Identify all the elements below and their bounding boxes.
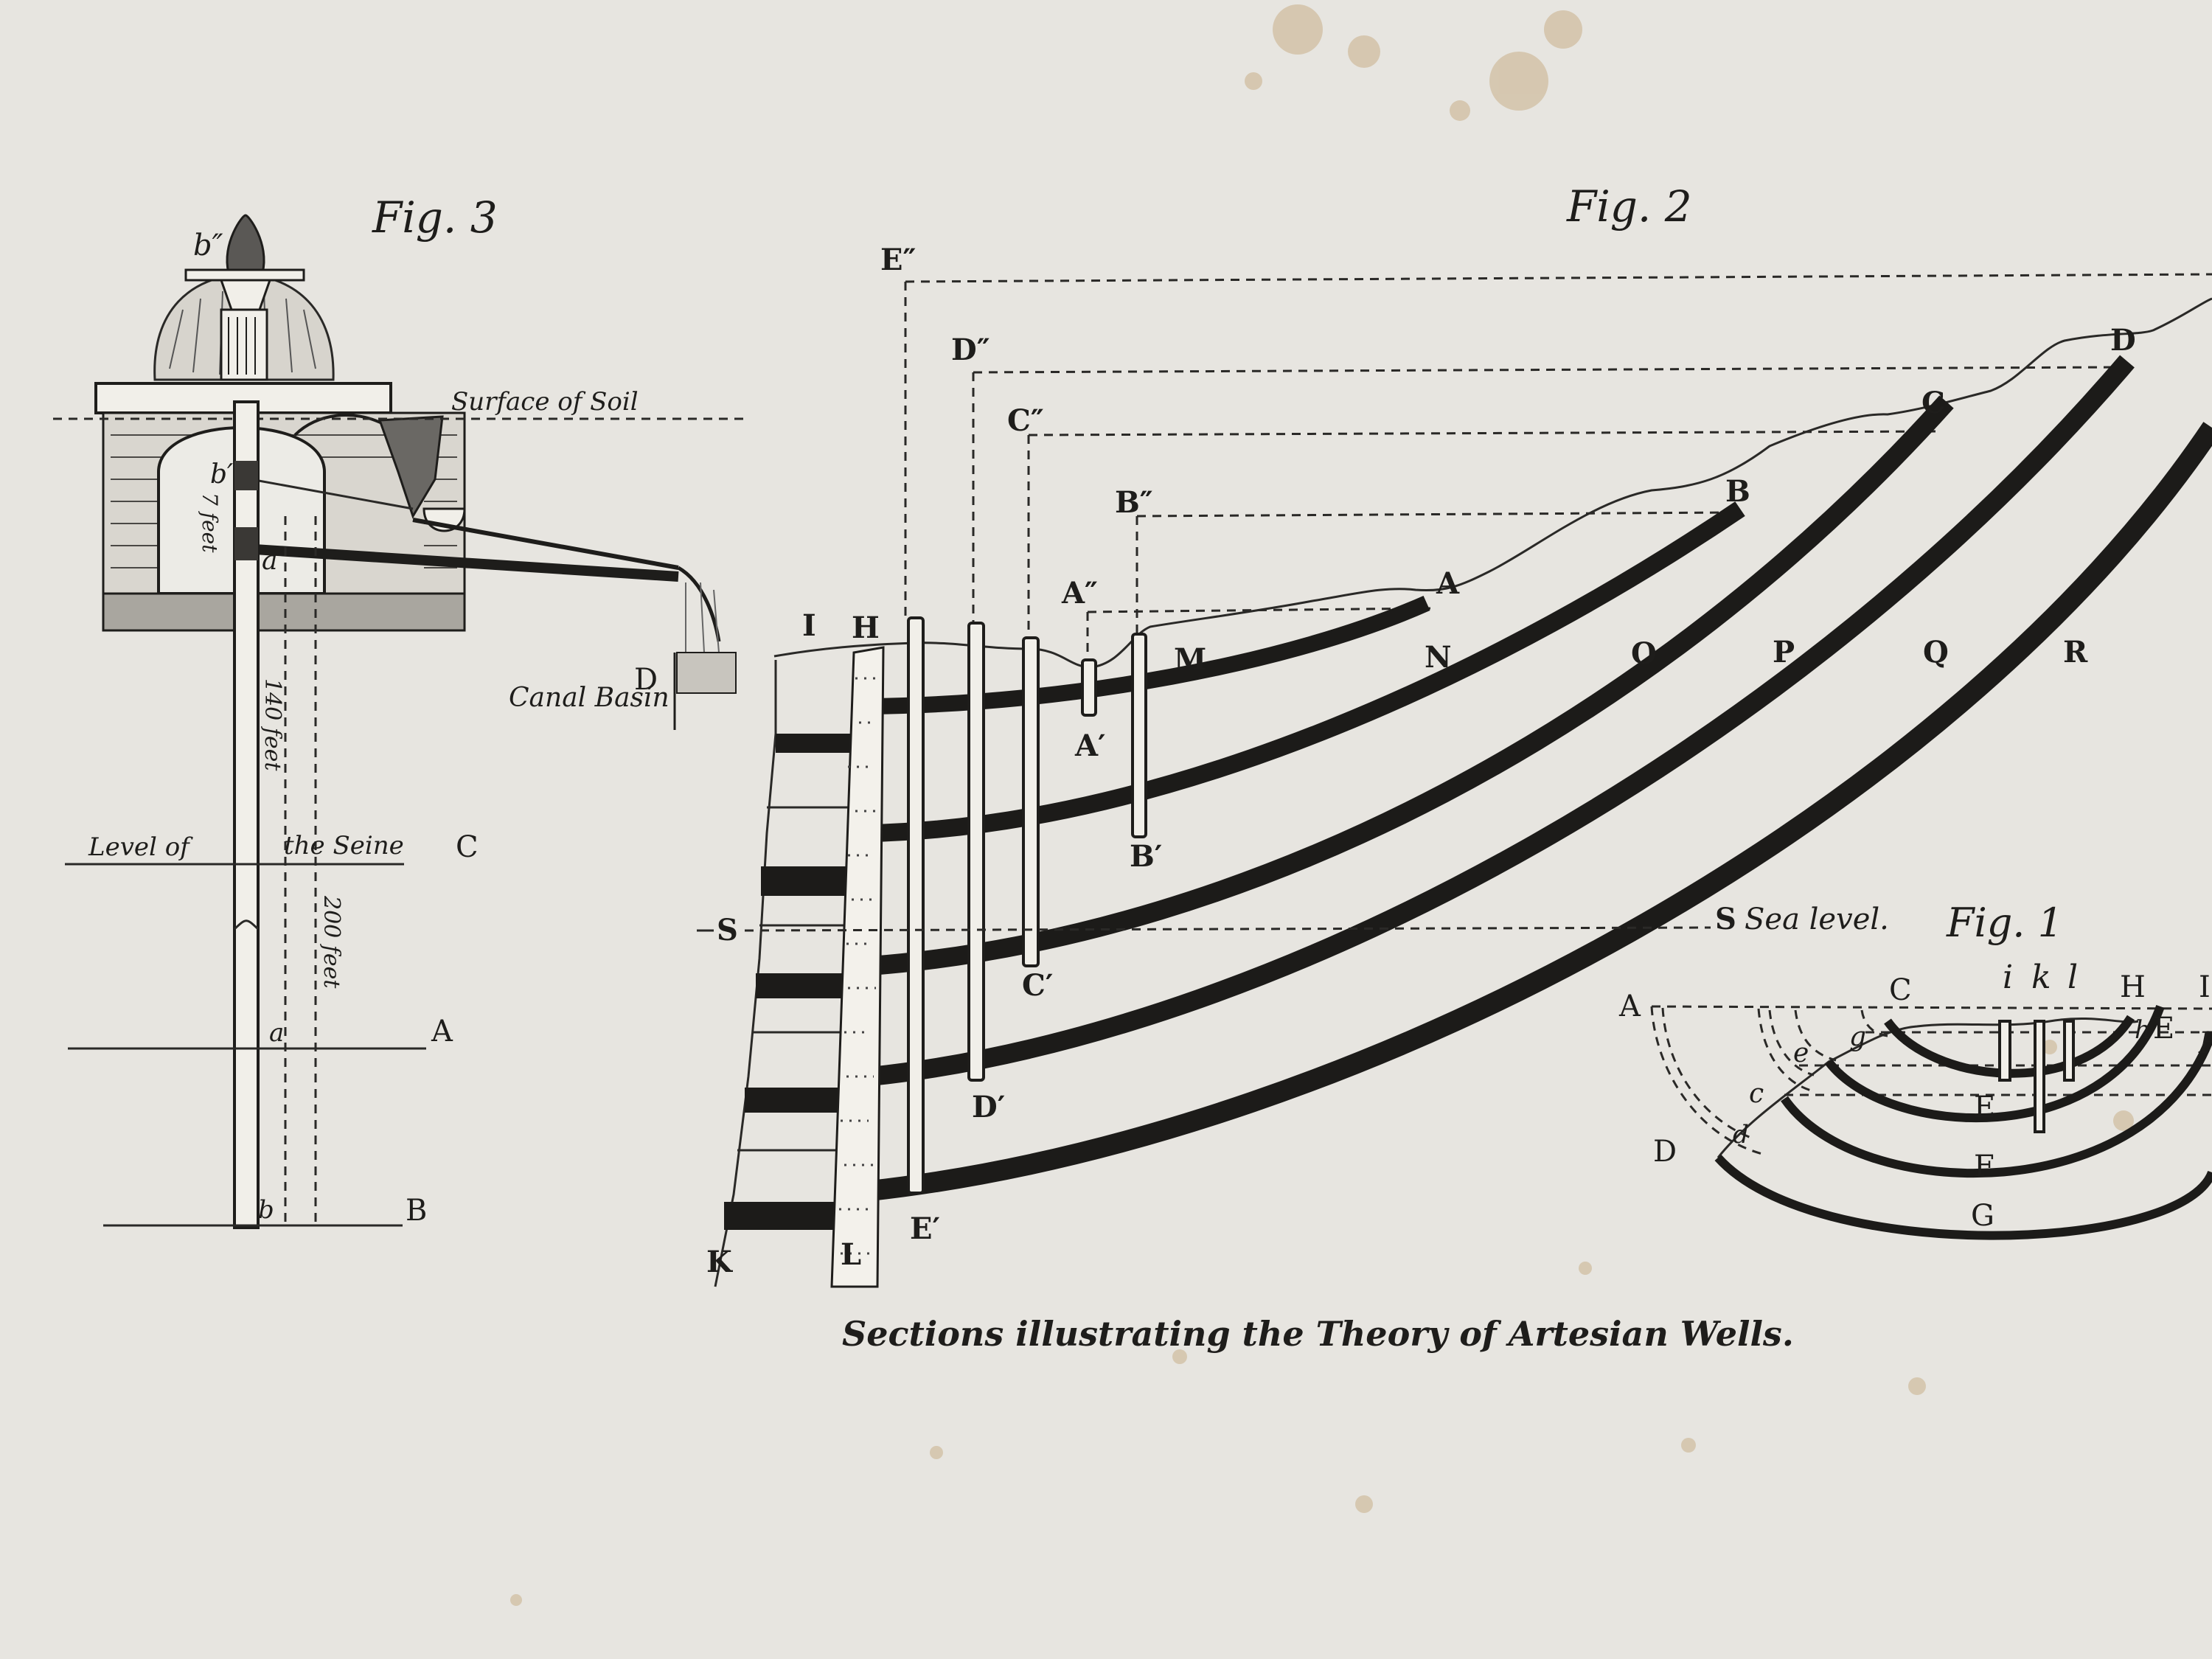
zone-Q: Q xyxy=(1923,635,1949,669)
fig1-stratum-label-F: F xyxy=(1974,1150,1994,1183)
fig1-well-l xyxy=(2063,1020,2075,1082)
label-L: L xyxy=(841,1237,861,1272)
head-E2: E″ xyxy=(880,243,916,277)
label-200-feet: 200 feet xyxy=(319,895,344,989)
well-C1: C′ xyxy=(1022,968,1053,1003)
head-C2: C″ xyxy=(1007,403,1044,438)
fig1-A: A xyxy=(1618,990,1641,1023)
fig1-well-k xyxy=(2034,1020,2045,1133)
label-D-canal: D xyxy=(634,663,658,697)
stratum-E xyxy=(869,422,2212,1201)
stratum-C xyxy=(869,395,1954,975)
label-K: K xyxy=(706,1245,733,1279)
label-b-small: b xyxy=(258,1195,274,1225)
fig1-ground xyxy=(1717,1017,2139,1158)
fig2-section: Fig. 2 xyxy=(697,181,2212,1288)
fig1-H: H xyxy=(2120,970,2146,1004)
well-house xyxy=(94,382,466,632)
label-a-prime: a′ xyxy=(262,546,284,576)
fig1-i: i xyxy=(2003,959,2013,996)
head-B2: B″ xyxy=(1115,485,1153,520)
outcrop-B: B xyxy=(1725,474,1750,509)
strata xyxy=(869,355,2212,1201)
fig3-bore-pipe xyxy=(233,400,260,1229)
stratum-B xyxy=(869,501,1745,842)
left-cliff xyxy=(714,660,854,1287)
level-of-label: Level of xyxy=(88,832,193,862)
sea-level-S: S xyxy=(1715,902,1736,936)
well-A1: A′ xyxy=(1074,728,1106,763)
label-a-small: a xyxy=(269,1018,284,1048)
well-D1: D′ xyxy=(972,1090,1005,1124)
label-b-double-prime: b″ xyxy=(193,229,223,262)
fig1-h: h xyxy=(2135,1015,2151,1045)
label-I: I xyxy=(802,608,816,643)
fig1-stratum-label-E: E xyxy=(1974,1091,1995,1124)
fig1-section: Fig. 1 A C i k l H g e c d h E I F D E F… xyxy=(1618,900,2212,1240)
fountain-dome xyxy=(153,214,335,381)
fig1-E-top: E xyxy=(2153,1012,2174,1046)
well-E1: E′ xyxy=(910,1211,940,1246)
surface-of-soil-label: Surface of Soil xyxy=(451,387,639,417)
stratum-D xyxy=(869,355,2135,1086)
fig1-C: C xyxy=(1889,973,1912,1007)
sea-level-line xyxy=(744,926,1711,932)
fig1-e: e xyxy=(1793,1038,1809,1068)
fig2-wells xyxy=(907,616,1147,1194)
fig1-D: D xyxy=(1653,1135,1677,1169)
fig1-title: Fig. 1 xyxy=(1946,900,2063,946)
outcrop-A: A xyxy=(1436,566,1460,601)
zone-O: O xyxy=(1631,636,1657,671)
fig3-section: Fig. 3 Surface of Soil xyxy=(53,192,745,1229)
fig1-c: c xyxy=(1749,1079,1764,1109)
fig1-g: g xyxy=(1849,1022,1866,1052)
zone-R: R xyxy=(2063,635,2088,669)
foxing-stains xyxy=(510,4,2134,1606)
the-seine-label: the Seine xyxy=(284,831,404,860)
stratum-A xyxy=(869,595,1430,714)
fig2-title: Fig. 2 xyxy=(1566,181,1692,232)
head-line-E xyxy=(904,273,2212,619)
zone-M: M xyxy=(1174,642,1206,677)
head-D2: D″ xyxy=(951,333,990,367)
well-B1: B′ xyxy=(1130,839,1162,874)
label-S-left: S xyxy=(717,913,738,947)
outcrop-C: C xyxy=(1921,386,1945,420)
outcrop-D: D xyxy=(2110,323,2136,358)
head-line-D xyxy=(972,366,2117,623)
fig1-stratum-outer xyxy=(1714,1154,2212,1240)
label-H: H xyxy=(852,611,880,645)
canal-basin-label: Canal Basin xyxy=(509,683,669,713)
fig1-stratum-label-G: G xyxy=(1971,1199,1994,1233)
fig1-stratum-G xyxy=(1781,1031,2212,1178)
head-A2: A″ xyxy=(1061,576,1098,611)
fault-H-L xyxy=(830,646,885,1288)
label-B-level: B xyxy=(406,1194,427,1228)
fig1-k: k xyxy=(2031,959,2051,996)
fig1-d: d xyxy=(1733,1120,1749,1150)
fig1-cut-I: I xyxy=(2199,970,2211,1004)
fig1-cut-F: F xyxy=(2198,1026,2212,1060)
head-line-B xyxy=(1135,511,1737,634)
label-C-seine: C xyxy=(456,830,479,864)
fig1-l: l xyxy=(2067,959,2078,996)
sea-level-label: Sea level. xyxy=(1745,902,1889,936)
fig1-stratum-F xyxy=(1825,1004,2165,1123)
zone-P: P xyxy=(1773,635,1795,669)
label-140-feet: 140 feet xyxy=(260,678,285,771)
label-b-prime: b′ xyxy=(210,459,233,490)
zone-N: N xyxy=(1425,640,1452,675)
outlet-pipes xyxy=(250,478,737,730)
fig3-title: Fig. 3 xyxy=(372,192,498,243)
ground-surface xyxy=(773,297,2212,669)
label-7-feet: 7 feet xyxy=(198,493,222,553)
plate-caption: Sections illustrating the Theory of Arte… xyxy=(842,1314,1794,1354)
fig1-well-i xyxy=(1998,1020,2011,1082)
label-A-level: A xyxy=(431,1015,453,1048)
head-line-C xyxy=(1027,430,1940,638)
